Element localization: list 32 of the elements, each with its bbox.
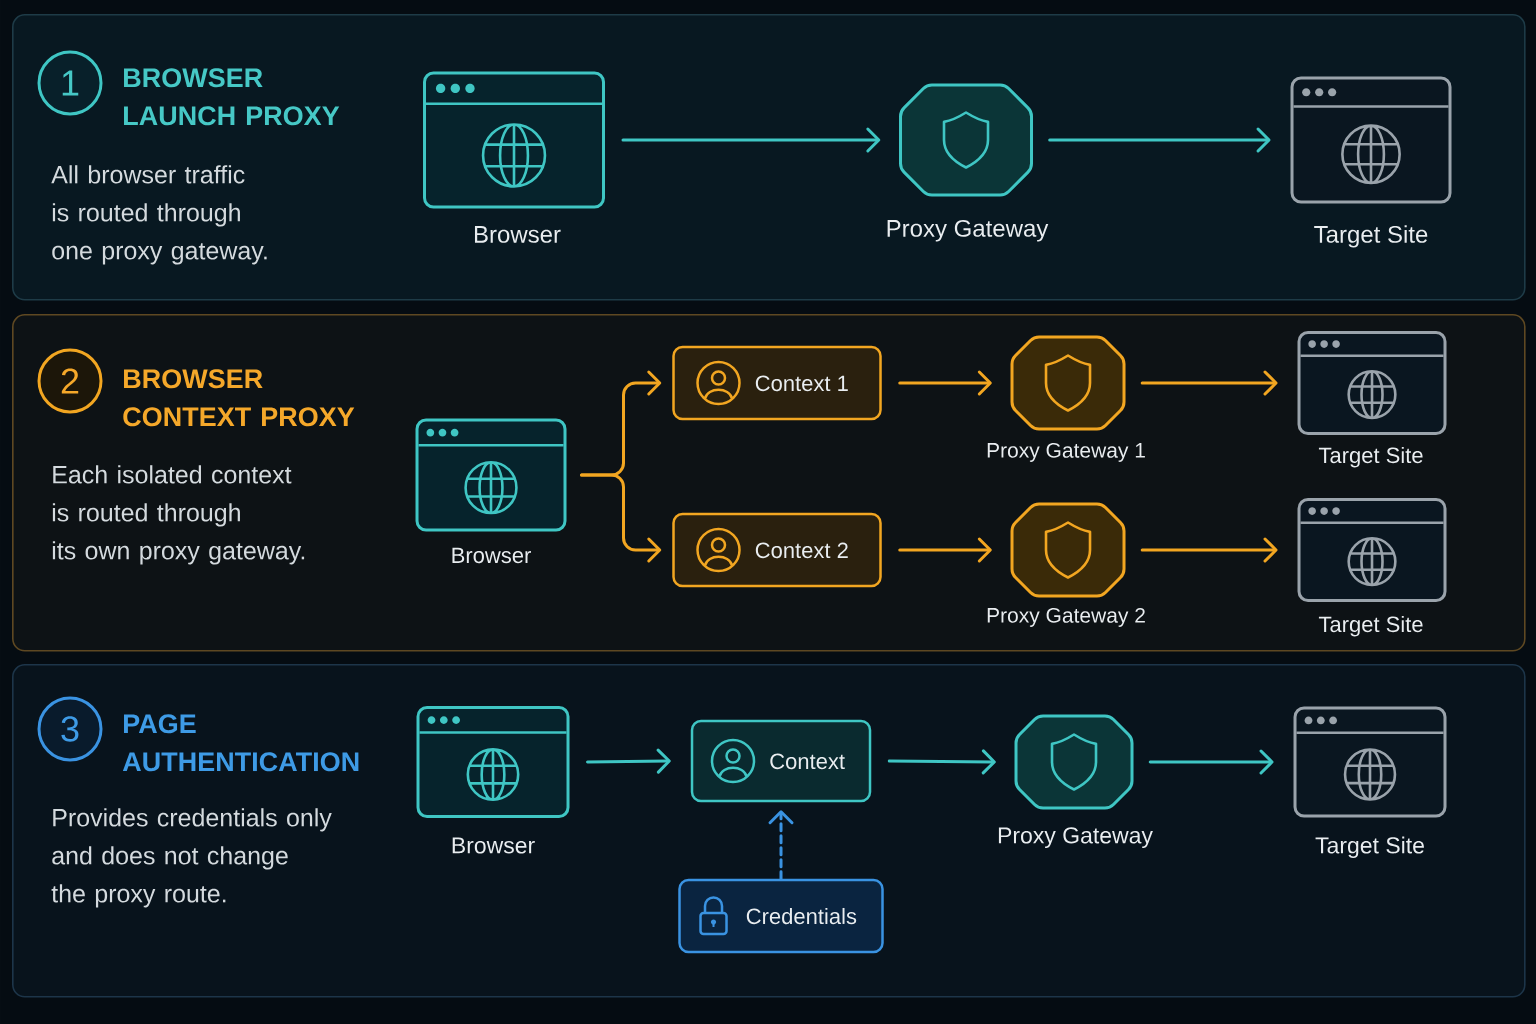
node-label: Browser <box>475 226 561 243</box>
node-label: Proxy Gateway 2 <box>987 607 1145 627</box>
node-label: Proxy Gateway 1 <box>987 442 1145 462</box>
description-text: Provides credentials only and does not change the proxy route. <box>51 808 332 908</box>
arrow <box>586 748 671 774</box>
arrow <box>1140 370 1278 396</box>
node-label: Proxy Gateway <box>998 827 1153 849</box>
arrow <box>898 537 992 563</box>
section-heading: BROWSER LAUNCH PROXY <box>124 68 340 126</box>
credentials-box: Credentials <box>678 878 884 954</box>
node-label: Target Site <box>1315 836 1424 859</box>
arrow <box>1140 537 1278 563</box>
arrow <box>580 473 662 563</box>
arrow <box>1048 127 1271 153</box>
arrow <box>621 127 881 153</box>
arrow <box>1148 749 1274 775</box>
description-text: Each isolated context is routed through its own proxy gateway. <box>52 465 305 565</box>
node-label: Browser <box>452 837 535 854</box>
dashed-arrow <box>768 810 794 881</box>
section-heading: PAGE AUTHENTICATION <box>122 714 359 772</box>
context-box: Context <box>690 719 872 803</box>
node-label: Browser <box>452 547 531 564</box>
node-label: Target Site <box>1318 615 1423 637</box>
description-text: All browser traffic is routed through one proxy gateway. <box>51 165 267 265</box>
context-box: Context 2 <box>672 512 882 588</box>
node-label: Target Site <box>1318 446 1423 468</box>
node-label: Target Site <box>1314 225 1428 248</box>
node-label: Proxy Gateway <box>887 219 1049 242</box>
arrow <box>887 749 996 775</box>
section-heading: BROWSER CONTEXT PROXY <box>123 369 355 427</box>
context-box: Context 1 <box>672 345 882 421</box>
arrow <box>898 370 992 396</box>
